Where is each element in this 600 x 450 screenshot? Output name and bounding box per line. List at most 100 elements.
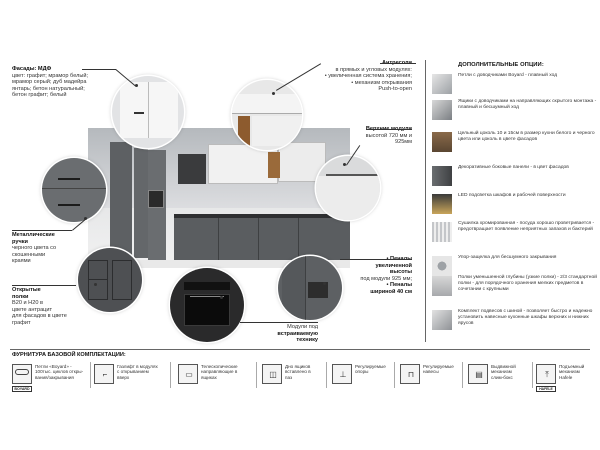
mezzanine-line: Push-to-open xyxy=(378,86,412,93)
fitting-text: Выдвижной xyxy=(491,364,516,369)
base-fittings-title: ФУРНИТУРА БАЗОВОЙ КОМПЛЕКТАЦИИ: xyxy=(12,352,126,358)
option-item: Комплект подвесов с шиной - позволяет бы… xyxy=(430,308,598,336)
fitting-text: с открыванием xyxy=(117,369,149,375)
fitting-text: Регулируемые xyxy=(423,364,454,369)
dryer-icon xyxy=(432,222,452,242)
telescopic-rail-icon: ▭ xyxy=(178,364,198,384)
fitting-item: ◫ Дно ящиков вставлено в паз xyxy=(262,362,324,392)
fitting-text: Газлифт в модулях xyxy=(117,364,158,369)
horizontal-divider xyxy=(10,349,590,350)
fitting-text: Hafele xyxy=(559,374,573,380)
shelves-desc: для фасадов в цвете xyxy=(12,313,67,320)
option-name: Декоративные боковые панели xyxy=(458,165,529,170)
facades-line: мрамор серый; дуб мадейра xyxy=(12,79,87,86)
shelves-title: полки xyxy=(12,293,29,300)
panel-icon xyxy=(432,166,452,186)
detail-circle-mezzanine xyxy=(232,80,302,150)
built-in-note: Модули под встраиваемую технику xyxy=(240,324,318,344)
leader-dot xyxy=(135,84,138,87)
slim-box-icon: ▤ xyxy=(468,364,488,384)
shelf-icon xyxy=(432,276,452,296)
fitting-separator xyxy=(170,362,171,388)
adjustable-hanger-icon: ⊓ xyxy=(400,364,420,384)
boyard-badge: BOYARD xyxy=(12,386,32,392)
detail-circle-open-shelves xyxy=(78,248,142,312)
rail-icon xyxy=(432,310,452,330)
option-name: Сушилка хромированная xyxy=(458,221,516,226)
leader-dot xyxy=(94,283,97,286)
fitting-item: ⌐ Газлифт в модулях с открыванием вверх xyxy=(94,362,168,392)
fitting-item: ⊓ Регулируемые навесы xyxy=(400,362,460,392)
additional-options-title: ДОПОЛНИТЕЛЬНЫЕ ОПЦИИ: xyxy=(458,62,544,68)
tall-units-note: • Пеналы увеличенной высоты под модули 9… xyxy=(330,256,412,296)
mezzanine-line: в прямых и угловых модулях: xyxy=(335,66,412,73)
option-desc: - в цвет фасадов xyxy=(528,165,569,170)
fitting-text: навесы xyxy=(423,369,439,375)
fitting-text: механизм xyxy=(559,369,580,375)
gas-lift-icon: ⌐ xyxy=(94,364,114,384)
option-name: Ящики с доводчиками xyxy=(458,99,509,104)
built-in-title: встраиваемую xyxy=(277,330,318,337)
kitchen-hero-image xyxy=(88,128,350,268)
fitting-item: BOYARD Петли «Boyard» - 100тыс. циклов о… xyxy=(12,362,88,392)
option-desc: - посуда хорошо проветривается - предотв… xyxy=(458,221,595,232)
option-item: Сушилка хромированная - посуда хорошо пр… xyxy=(430,220,598,248)
detail-circle-handles xyxy=(42,158,106,222)
option-desc: для бесшумного закрывания xyxy=(489,255,557,260)
fitting-item: ▤ Выдвижной механизм слим-бокс xyxy=(468,362,530,392)
leader-dot xyxy=(84,217,87,220)
leader-line xyxy=(12,230,72,231)
fitting-text: вания/закрывания xyxy=(35,374,74,380)
boyard-hinge-icon xyxy=(12,364,32,384)
narrow-units-title: • Пеналы xyxy=(386,282,412,289)
fitting-item: ▭ Телескопические направляющие в ящиках xyxy=(178,362,252,392)
fitting-text: 100тыс. циклов откры- xyxy=(35,369,84,375)
option-name: Полки уменьшенной глубины xyxy=(458,275,525,280)
leader-line xyxy=(366,129,412,130)
led-icon xyxy=(432,194,452,214)
leader-line xyxy=(380,63,416,64)
option-desc: - плавный ход xyxy=(523,73,558,78)
leader-dot xyxy=(323,282,326,285)
option-name: Петли с доводчиками Boyard xyxy=(458,73,524,78)
detail-circle-upper-module xyxy=(316,156,380,220)
plinth-icon xyxy=(432,132,452,152)
fitting-text: Телескопические xyxy=(201,364,238,369)
mezzanine-line: • механизм открывания xyxy=(351,79,412,86)
option-desc: шкафов и рабочей поверхности xyxy=(491,193,566,198)
detail-circle-facade xyxy=(112,76,184,148)
leader-dot xyxy=(220,296,223,299)
leader-line xyxy=(340,259,412,260)
tall-units-title: высоты xyxy=(389,269,412,276)
fitting-separator xyxy=(394,362,395,388)
built-in-title: технику xyxy=(296,337,318,344)
drawer-bottom-icon: ◫ xyxy=(262,364,282,384)
vertical-divider xyxy=(425,60,426,342)
handles-desc: краями xyxy=(12,258,31,265)
detail-circle-tall-units xyxy=(278,256,342,320)
shelves-note: Открытые полки B20 и H20 в цвете антраци… xyxy=(12,287,92,327)
leader-dot xyxy=(272,92,275,95)
shelves-desc: цвете антрацит xyxy=(12,306,53,313)
fitting-text: Подъемный xyxy=(559,364,585,369)
fitting-text: паз xyxy=(285,374,293,380)
adjustable-leg-icon: ⊥ xyxy=(332,364,352,384)
option-item: LED подсветка шкафов и рабочей поверхнос… xyxy=(430,192,598,220)
hafele-lift-icon: ⤒ xyxy=(536,364,556,384)
fitting-separator xyxy=(90,362,91,388)
option-item: Цельный цоколь 10 и 15см в размер кухни … xyxy=(430,130,598,158)
shelves-desc: B20 и H20 в xyxy=(12,300,43,307)
built-in-line: Модули под xyxy=(287,324,318,330)
upper-modules-line: высотой 720 мм и xyxy=(365,132,412,139)
facades-note: Фасады: МДФ цвет: графит; мрамор белый; … xyxy=(12,66,88,99)
option-item: Упор-защелка для бесшумного закрывания xyxy=(430,254,598,282)
mezzanine-note: Антресоли в прямых и угловых модулях: • … xyxy=(290,60,412,93)
fitting-separator xyxy=(326,362,327,388)
tall-units-title: увеличенной xyxy=(375,262,412,269)
fitting-text: Дно ящиков xyxy=(285,364,311,369)
additional-options-panel: ДОПОЛНИТЕЛЬНЫЕ ОПЦИИ: Петли с доводчикам… xyxy=(430,60,598,342)
option-name: Комплект подвесов с шиной xyxy=(458,309,523,314)
handles-desc: черного цвета со xyxy=(12,245,57,252)
upper-modules-line: 925мм xyxy=(394,139,412,146)
shelves-title: Открытые xyxy=(12,287,41,293)
